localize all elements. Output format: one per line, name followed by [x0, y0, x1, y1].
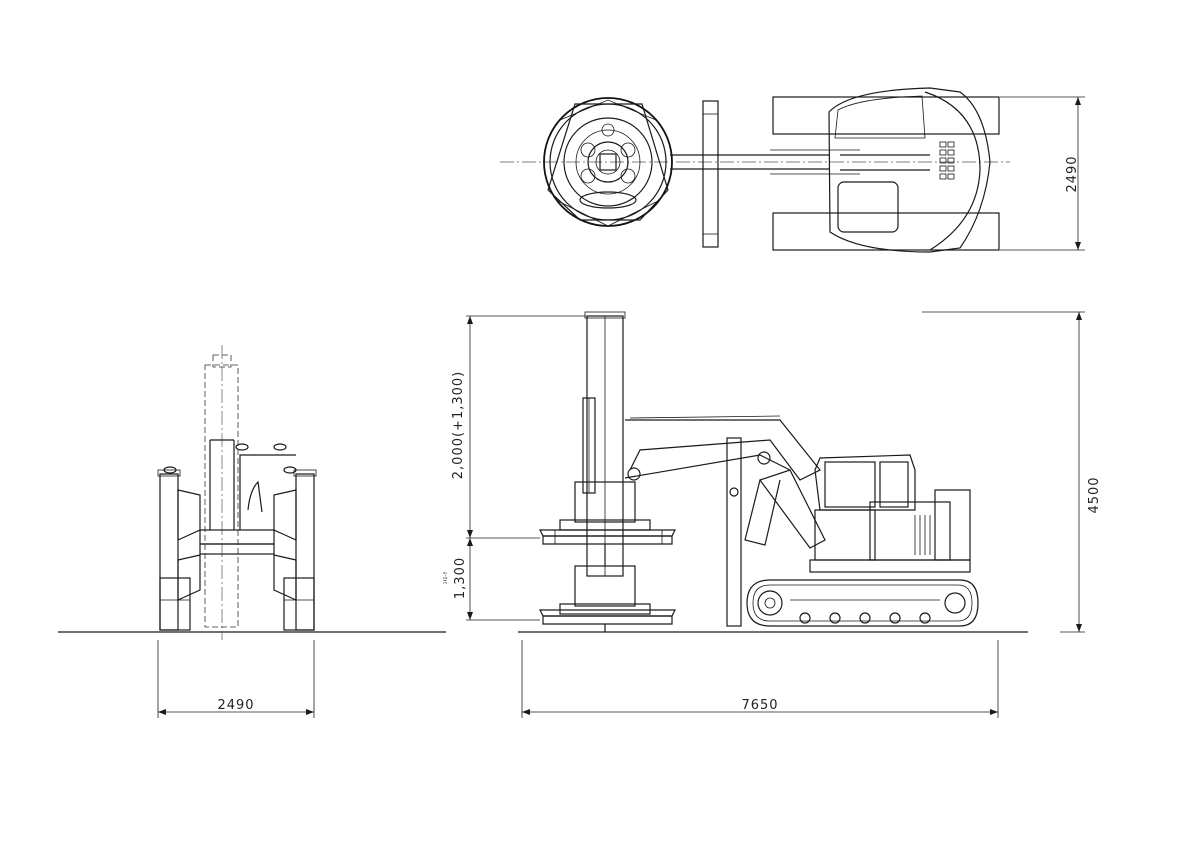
small-note-label: ｽﾄﾛｰｸ: [443, 571, 449, 584]
front-view: [58, 345, 446, 718]
lower-height-label: 1,300: [453, 557, 468, 599]
stroke-height-label: 2,000(+1,300): [451, 371, 466, 479]
front-width-label: 2490: [217, 698, 254, 713]
top-view: [500, 87, 1085, 253]
overall-height-label: 4500: [1087, 476, 1102, 513]
side-length-label: 7650: [741, 698, 778, 713]
top-width-label: 2490: [1065, 155, 1080, 192]
side-view: [466, 311, 1085, 718]
